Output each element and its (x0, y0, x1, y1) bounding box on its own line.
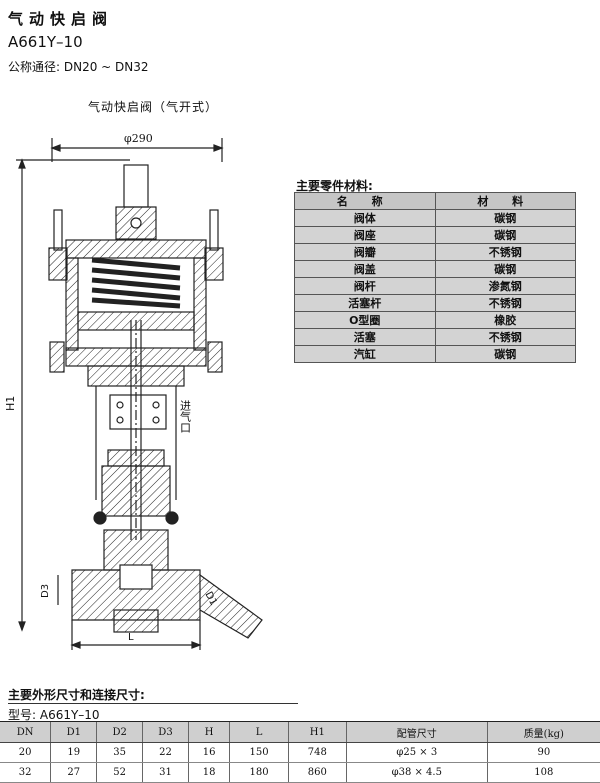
part-name: 阀杆 (294, 277, 436, 295)
cell: 52 (96, 762, 143, 783)
table-row: 20 19 35 22 16 150 748 φ25 × 3 90 (0, 742, 600, 763)
cell: 150 (229, 742, 289, 763)
col-h1: H1 (287, 721, 347, 743)
col-l: L (229, 721, 289, 743)
drawing-caption: 气动快启阀（气开式） (88, 100, 219, 114)
cell: 31 (142, 762, 189, 783)
col-d1: D1 (50, 721, 97, 743)
parts-col-material: 材 料 (434, 192, 576, 210)
part-name: 汽缸 (294, 345, 436, 363)
model-number: A661Y–10 (8, 33, 83, 51)
part-material: 碳钢 (434, 260, 576, 278)
part-material: 不锈钢 (434, 328, 576, 346)
nominal-value: DN20 ~ DN32 (63, 60, 149, 74)
part-material: 碳钢 (434, 226, 576, 244)
cell: φ38 × 4.5 (345, 762, 488, 783)
cell: 108 (486, 762, 600, 783)
table-row: 活塞杆不锈钢 (294, 294, 576, 312)
dim-l-label: L (128, 632, 134, 643)
inlet-label: 进气口 (179, 400, 192, 433)
cell: 748 (287, 742, 347, 763)
parts-header-row: 名 称 材 料 (294, 192, 576, 210)
part-material: 橡胶 (434, 311, 576, 329)
part-name: 阀瓣 (294, 243, 436, 261)
dimensions-table: DN D1 D2 D3 H L H1 配管尺寸 质量(kg) 20 19 35 … (0, 721, 600, 783)
nominal-diameter: 公称通径: DN20 ~ DN32 (8, 58, 149, 75)
cell: 16 (187, 742, 230, 763)
cell: 20 (0, 742, 51, 763)
table-row: 阀杆渗氮钢 (294, 277, 576, 295)
part-name: 阀体 (294, 209, 436, 227)
part-material: 碳钢 (434, 345, 576, 363)
part-name: 阀座 (294, 226, 436, 244)
col-pipe-size: 配管尺寸 (345, 721, 488, 743)
part-name: 活塞 (294, 328, 436, 346)
col-mass: 质量(kg) (486, 721, 600, 743)
table-row: 阀座碳钢 (294, 226, 576, 244)
dimensions-model: 型号: A661Y–10 (8, 708, 100, 722)
table-row: 活塞不锈钢 (294, 328, 576, 346)
cell: 90 (486, 742, 600, 763)
cell: φ25 × 3 (345, 742, 488, 763)
col-h: H (187, 721, 230, 743)
parts-table: 名 称 材 料 阀体碳钢 阀座碳钢 阀瓣不锈钢 阀盖碳钢 阀杆渗氮钢 活塞杆不锈… (294, 192, 576, 363)
cell: 27 (50, 762, 97, 783)
nominal-label: 公称通径: (8, 60, 61, 74)
part-name: O型圈 (294, 311, 436, 329)
col-d3: D3 (142, 721, 189, 743)
table-row: 阀体碳钢 (294, 209, 576, 227)
cell: 35 (96, 742, 143, 763)
page-title: 气动快启阀 (8, 10, 114, 28)
part-material: 碳钢 (434, 209, 576, 227)
cell: 32 (0, 762, 51, 783)
dimensions-header-row: DN D1 D2 D3 H L H1 配管尺寸 质量(kg) (0, 721, 600, 743)
cell: 18 (187, 762, 230, 783)
cell: 22 (142, 742, 189, 763)
parts-col-name: 名 称 (294, 192, 436, 210)
part-name: 活塞杆 (294, 294, 436, 312)
part-material: 渗氮钢 (434, 277, 576, 295)
dim-d3-label: D3 (40, 584, 51, 598)
dim-top-label: φ290 (124, 132, 153, 145)
valve-drawing: φ290 H1 进气口 D1 D3 L (4, 132, 263, 650)
cell: 860 (287, 762, 347, 783)
dimensions-heading: 主要外形尺寸和连接尺寸: (8, 688, 145, 702)
col-d2: D2 (96, 721, 143, 743)
dim-h1-label: H1 (4, 396, 17, 411)
cell: 180 (229, 762, 289, 783)
parts-heading: 主要零件材料: (296, 179, 373, 193)
table-row: 阀瓣不锈钢 (294, 243, 576, 261)
table-row: 汽缸碳钢 (294, 345, 576, 363)
divider (8, 703, 298, 704)
cell: 19 (50, 742, 97, 763)
col-dn: DN (0, 721, 51, 743)
part-material: 不锈钢 (434, 243, 576, 261)
part-material: 不锈钢 (434, 294, 576, 312)
table-row: 阀盖碳钢 (294, 260, 576, 278)
table-row: 32 27 52 31 18 180 860 φ38 × 4.5 108 (0, 762, 600, 783)
table-row: O型圈橡胶 (294, 311, 576, 329)
part-name: 阀盖 (294, 260, 436, 278)
